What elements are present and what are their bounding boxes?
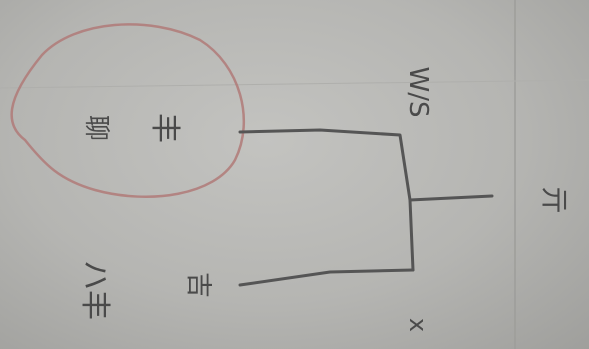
paper-ruling-line bbox=[0, 80, 589, 88]
right-branch-line bbox=[410, 196, 492, 200]
circle-node-bottom-text: 聊 bbox=[81, 115, 111, 141]
bottom-label: x bbox=[404, 318, 432, 332]
left-bottom-label-2: ハ丰 bbox=[77, 260, 112, 320]
left-bottom-label: 吉 bbox=[183, 272, 213, 298]
bottom-left-connector-line bbox=[240, 270, 413, 285]
circle-node-top-text: 丰 bbox=[147, 113, 182, 143]
right-branch-label: 亓 bbox=[538, 186, 571, 214]
circle-node-outline bbox=[12, 24, 244, 196]
top-right-label: W/S bbox=[403, 67, 433, 118]
main-connector-line bbox=[240, 130, 413, 270]
circle-node: 丰 聊 bbox=[81, 113, 182, 143]
